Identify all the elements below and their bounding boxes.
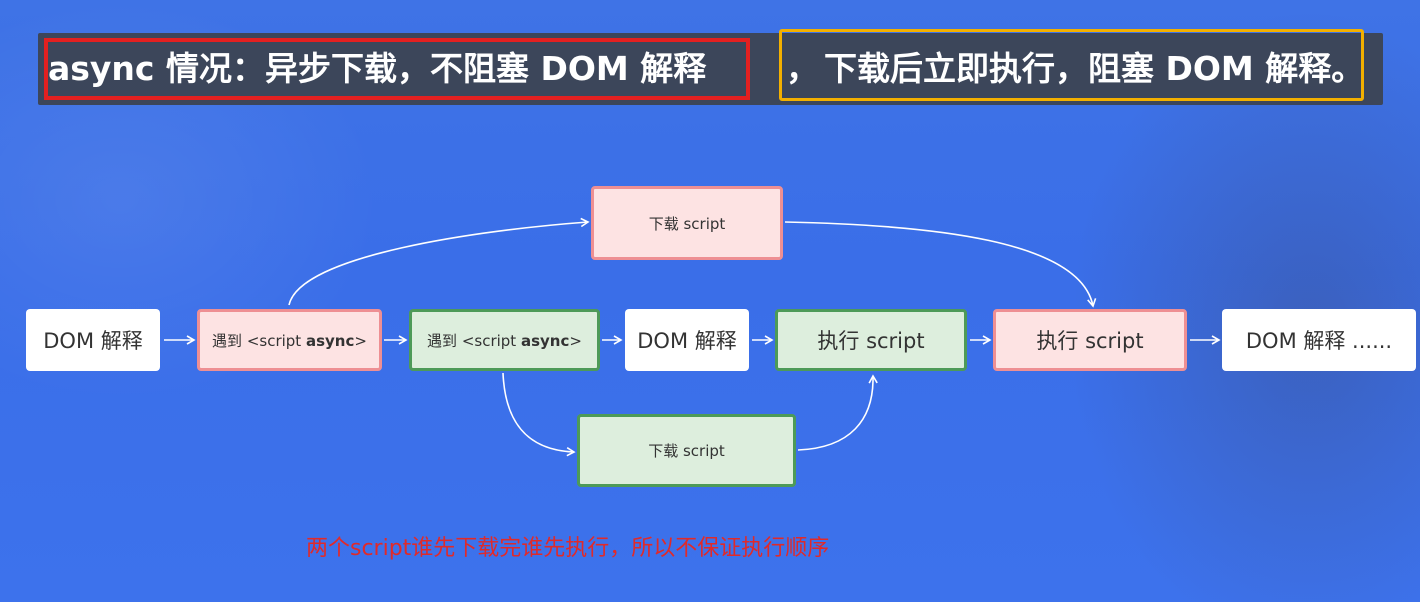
node-execute-pink-label: 执行 script	[1036, 329, 1144, 353]
node-execute-script-green: 执行 script	[775, 309, 967, 371]
highlight-yellow-box	[779, 29, 1364, 101]
annotation-note: 两个script谁先下载完谁先执行，所以不保证执行顺序	[306, 536, 830, 561]
node-meet-script-async-1: 遇到 <script async>	[197, 309, 382, 371]
arrow-meet2-to-download-bottom	[502, 372, 576, 457]
node-meet-2-label: 遇到 <script async>	[427, 331, 582, 350]
node-download-script-bottom: 下载 script	[577, 414, 796, 487]
node-dom-parse-3: DOM 解释 ......	[1222, 309, 1416, 371]
arrow-download-bottom-to-exec-green	[797, 374, 878, 451]
node-dom-parse-3-label: DOM 解释 ......	[1245, 329, 1393, 353]
node-download-bottom-label: 下载 script	[648, 442, 725, 460]
node-dom-parse-2: DOM 解释	[625, 309, 749, 371]
node-meet-script-async-2: 遇到 <script async>	[409, 309, 600, 371]
arrow-meet1-to-download-top	[288, 217, 590, 306]
highlight-red-box	[44, 38, 750, 100]
caption-part-2: 下载后立即执行，阻塞 DOM 解释。	[824, 49, 1365, 88]
caption-part-1: async 情况：异步下载，不阻塞 DOM 解释	[48, 49, 707, 88]
node-meet-1-label: 遇到 <script async>	[212, 331, 367, 350]
node-execute-green-label: 执行 script	[817, 329, 925, 353]
node-dom-parse-1-label: DOM 解释	[43, 329, 143, 353]
node-download-script-top: 下载 script	[591, 186, 783, 260]
caption-separator: ，	[786, 49, 819, 88]
caption-bar: async 情况：异步下载，不阻塞 DOM 解释 ， 下载后立即执行，阻塞 DO…	[38, 33, 1383, 105]
node-execute-script-pink: 执行 script	[993, 309, 1187, 371]
node-dom-parse-1: DOM 解释	[26, 309, 160, 371]
node-dom-parse-2-label: DOM 解释	[637, 329, 737, 353]
arrow-download-top-to-exec-pink	[784, 221, 1097, 308]
node-download-top-label: 下载 script	[648, 214, 726, 233]
